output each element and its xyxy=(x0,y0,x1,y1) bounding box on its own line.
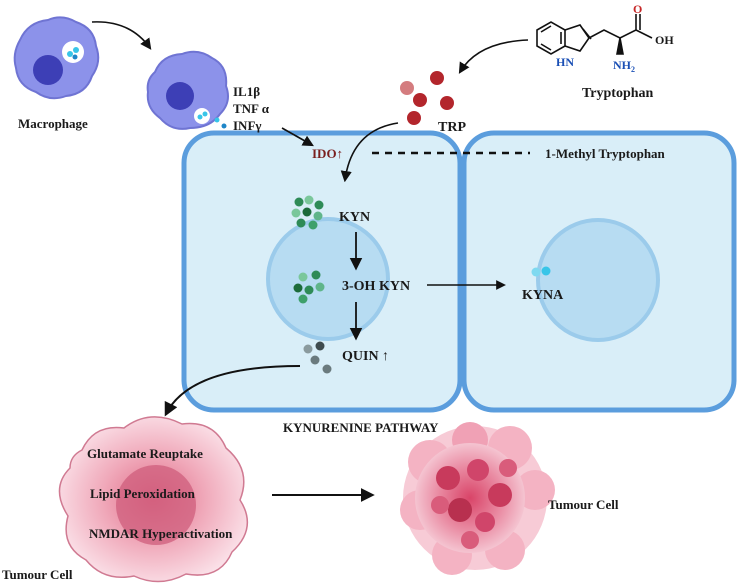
cytokine-infg: INFγ xyxy=(233,118,261,133)
arrow-tryptophan-to-trp xyxy=(458,39,529,74)
kyna-molecules xyxy=(531,266,551,277)
arrow-trp-to-kyn xyxy=(340,122,399,183)
oh-kyn-molecules xyxy=(293,270,325,304)
cytokine-tnfa: TNF α xyxy=(233,101,270,116)
host-cell-nucleus xyxy=(266,217,390,341)
arrow-quin-to-tumour xyxy=(164,365,301,417)
left-tumour-cell xyxy=(58,416,249,583)
kyn-molecules xyxy=(291,195,324,230)
structure-o: O xyxy=(633,2,642,16)
tumour-mass xyxy=(400,422,555,575)
structure-subscript: 2 xyxy=(631,65,635,74)
pathway-label: KYNURENINE PATHWAY xyxy=(283,420,439,435)
quin-molecules xyxy=(303,341,332,374)
kyna-label: KYNA xyxy=(522,288,564,303)
tryptophan-label: Tryptophan xyxy=(582,86,654,101)
ido-label: IDO↑ xyxy=(312,146,343,161)
activated-macrophage-icon xyxy=(146,50,229,130)
kyn-label: KYN xyxy=(339,210,370,225)
structure-oh: OH xyxy=(655,33,674,47)
arrow-macrophage-activation xyxy=(91,21,152,50)
trp-molecules xyxy=(400,71,454,125)
effect-nmdar-hyperactivation: NMDAR Hyperactivation xyxy=(89,526,233,541)
oh-kyn-label: 3-OH KYN xyxy=(342,279,410,294)
effect-glutamate-reuptake: Glutamate Reuptake xyxy=(87,446,203,461)
neighbor-cell-nucleus xyxy=(536,218,660,342)
structure-hn: HN xyxy=(556,55,574,69)
quin-label: QUIN ↑ xyxy=(342,349,389,364)
trp-label: TRP xyxy=(438,120,466,135)
arrow-cytokines-to-ido xyxy=(281,127,314,147)
tryptophan-structure xyxy=(536,14,653,55)
tumour-cell-left-label: Tumour Cell xyxy=(2,567,73,582)
cytokine-il1b: IL1β xyxy=(233,84,260,99)
structure-nh: NH xyxy=(613,58,632,72)
effect-lipid-peroxidation: Lipid Peroxidation xyxy=(90,486,196,501)
macrophage-label: Macrophage xyxy=(18,116,88,131)
methyl-tryptophan-label: 1-Methyl Tryptophan xyxy=(545,146,666,161)
structure-nh2: NH2 xyxy=(613,58,635,74)
macrophage-icon xyxy=(13,16,100,100)
tumour-cell-right-label: Tumour Cell xyxy=(548,497,619,512)
